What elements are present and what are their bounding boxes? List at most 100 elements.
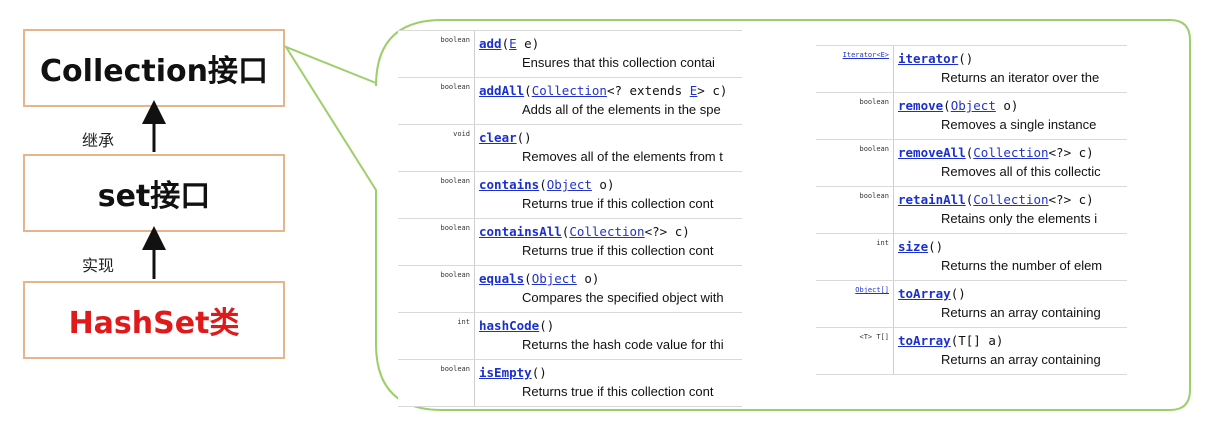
method-signature: containsAll(Collection<?> c) — [479, 224, 690, 239]
param-text: o) — [591, 177, 615, 192]
method-signature: isEmpty() — [479, 365, 547, 380]
method-description: Returns an array containing — [941, 305, 1101, 320]
return-type: boolean — [398, 360, 475, 406]
param-text: ( — [965, 192, 974, 207]
method-name-link[interactable]: retainAll — [898, 192, 966, 207]
method-signature: retainAll(Collection<?> c) — [898, 192, 1094, 207]
method-row: boolean isEmpty() Returns true if this col… — [398, 360, 742, 407]
method-row: <T> T[]toArray(T[] a)Returns an array co… — [816, 328, 1127, 375]
method-row: Iterator<E>iterator()Returns an iterator… — [816, 46, 1127, 93]
param-text: ( — [524, 271, 532, 286]
param-text: <?> c) — [1048, 192, 1094, 207]
param-text: o) — [995, 98, 1019, 113]
method-name-link[interactable]: addAll — [479, 83, 525, 98]
return-type: int — [398, 313, 475, 359]
method-description: Returns true if this collection cont — [522, 243, 714, 258]
method-description: Returns the hash code value for thi — [522, 337, 724, 352]
collection-interface-box: Collection接口 — [23, 29, 285, 107]
method-name-link[interactable]: size — [898, 239, 929, 254]
method-name-link[interactable]: add — [479, 36, 502, 51]
method-row: boolean equals(Object o) Compares the spec… — [398, 266, 742, 313]
param-text: ( — [524, 83, 532, 98]
param-text: () — [958, 51, 974, 66]
method-description: Adds all of the elements in the spe — [522, 102, 721, 117]
method-name-link[interactable]: remove — [898, 98, 944, 113]
param-text: <?> c) — [644, 224, 690, 239]
param-text: ( — [561, 224, 570, 239]
method-row: boolean contains(Object o) Returns true if… — [398, 172, 742, 219]
return-type: boolean — [398, 172, 475, 218]
method-name-link[interactable]: removeAll — [898, 145, 966, 160]
param-type-link[interactable]: Object — [950, 98, 996, 113]
method-signature: toArray() — [898, 286, 966, 301]
implementation-edge-label: 实现 — [82, 256, 115, 275]
set-interface-label: set接口 — [97, 179, 211, 214]
method-name-link[interactable]: equals — [479, 271, 525, 286]
method-name-link[interactable]: containsAll — [479, 224, 562, 239]
method-row: boolean remove(Object o) Removes a single … — [816, 93, 1127, 140]
param-text: () — [516, 130, 532, 145]
collection-interface-label: Collection接口 — [40, 54, 268, 89]
param-type-link[interactable]: E — [689, 83, 698, 98]
return-type: boolean — [398, 78, 475, 124]
param-text: e) — [516, 36, 540, 51]
param-type-link[interactable]: Object — [546, 177, 592, 192]
param-text: () — [539, 318, 555, 333]
method-signature: remove(Object o) — [898, 98, 1018, 113]
method-description: Removes all of this collectic — [941, 164, 1101, 179]
param-text: <? extends — [606, 83, 690, 98]
param-text: ( — [539, 177, 547, 192]
param-text: o) — [576, 271, 600, 286]
method-name-link[interactable]: isEmpty — [479, 365, 532, 380]
return-type[interactable]: Object[] — [816, 281, 894, 327]
param-text: ( — [965, 145, 974, 160]
method-signature: clear() — [479, 130, 532, 145]
method-description: Returns true if this collection cont — [522, 196, 714, 211]
param-text: () — [950, 286, 966, 301]
param-type-link[interactable]: Collection — [973, 145, 1049, 160]
method-name-link[interactable]: hashCode — [479, 318, 540, 333]
method-signature: addAll(Collection<? extends E> c) — [479, 83, 727, 98]
method-signature: equals(Object o) — [479, 271, 599, 286]
param-type-link[interactable]: E — [509, 36, 517, 51]
return-type: <T> T[] — [816, 328, 894, 374]
param-type-link[interactable]: Collection — [531, 83, 607, 98]
method-signature: removeAll(Collection<?> c) — [898, 145, 1094, 160]
method-description: Retains only the elements i — [941, 211, 1098, 226]
method-description: Returns the number of elem — [941, 258, 1103, 273]
return-type: boolean — [816, 93, 894, 139]
param-type-link[interactable]: Object — [531, 271, 577, 286]
param-text: ( — [943, 98, 951, 113]
right-method-table: Iterator<E>iterator()Returns an iterator… — [816, 45, 1127, 375]
method-description: Ensures that this collection contai — [522, 55, 715, 70]
method-row: Object[] toArray() Returns an array contai… — [816, 281, 1127, 328]
param-text: (T[] a) — [950, 333, 1004, 348]
param-text: > c) — [697, 83, 728, 98]
param-type-link[interactable]: Collection — [569, 224, 645, 239]
method-name-link[interactable]: contains — [479, 177, 540, 192]
method-signature: hashCode() — [479, 318, 554, 333]
method-row: boolean add(E e) Ensures that this collect… — [398, 31, 742, 78]
return-type: boolean — [816, 140, 894, 186]
method-row: boolean retainAll(Collection<?> c) Retains… — [816, 187, 1127, 234]
return-type: boolean — [398, 31, 475, 77]
return-type[interactable]: Iterator<E> — [816, 46, 894, 92]
method-signature: toArray(T[] a) — [898, 333, 1003, 348]
method-description: Returns true if this collection cont — [522, 384, 714, 399]
method-name-link[interactable]: toArray — [898, 286, 951, 301]
hashset-class-box: HashSet类 — [23, 281, 285, 359]
method-name-link[interactable]: toArray — [898, 333, 951, 348]
param-text: () — [928, 239, 944, 254]
param-type-link[interactable]: Collection — [973, 192, 1049, 207]
method-name-link[interactable]: clear — [479, 130, 517, 145]
return-type: boolean — [398, 266, 475, 312]
method-row: boolean addAll(Collection<? extends E> c)… — [398, 78, 742, 125]
return-type: boolean — [816, 187, 894, 233]
method-description: Removes a single instance — [941, 117, 1097, 132]
method-signature: add(E e) — [479, 36, 539, 51]
method-description: Compares the specified object with — [522, 290, 724, 305]
method-name-link[interactable]: iterator — [898, 51, 959, 66]
